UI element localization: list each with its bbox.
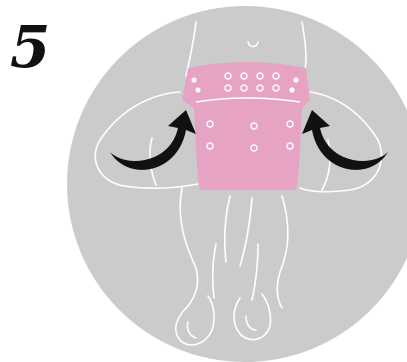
diaper-front-panel [182, 62, 310, 190]
diaper [182, 62, 310, 190]
